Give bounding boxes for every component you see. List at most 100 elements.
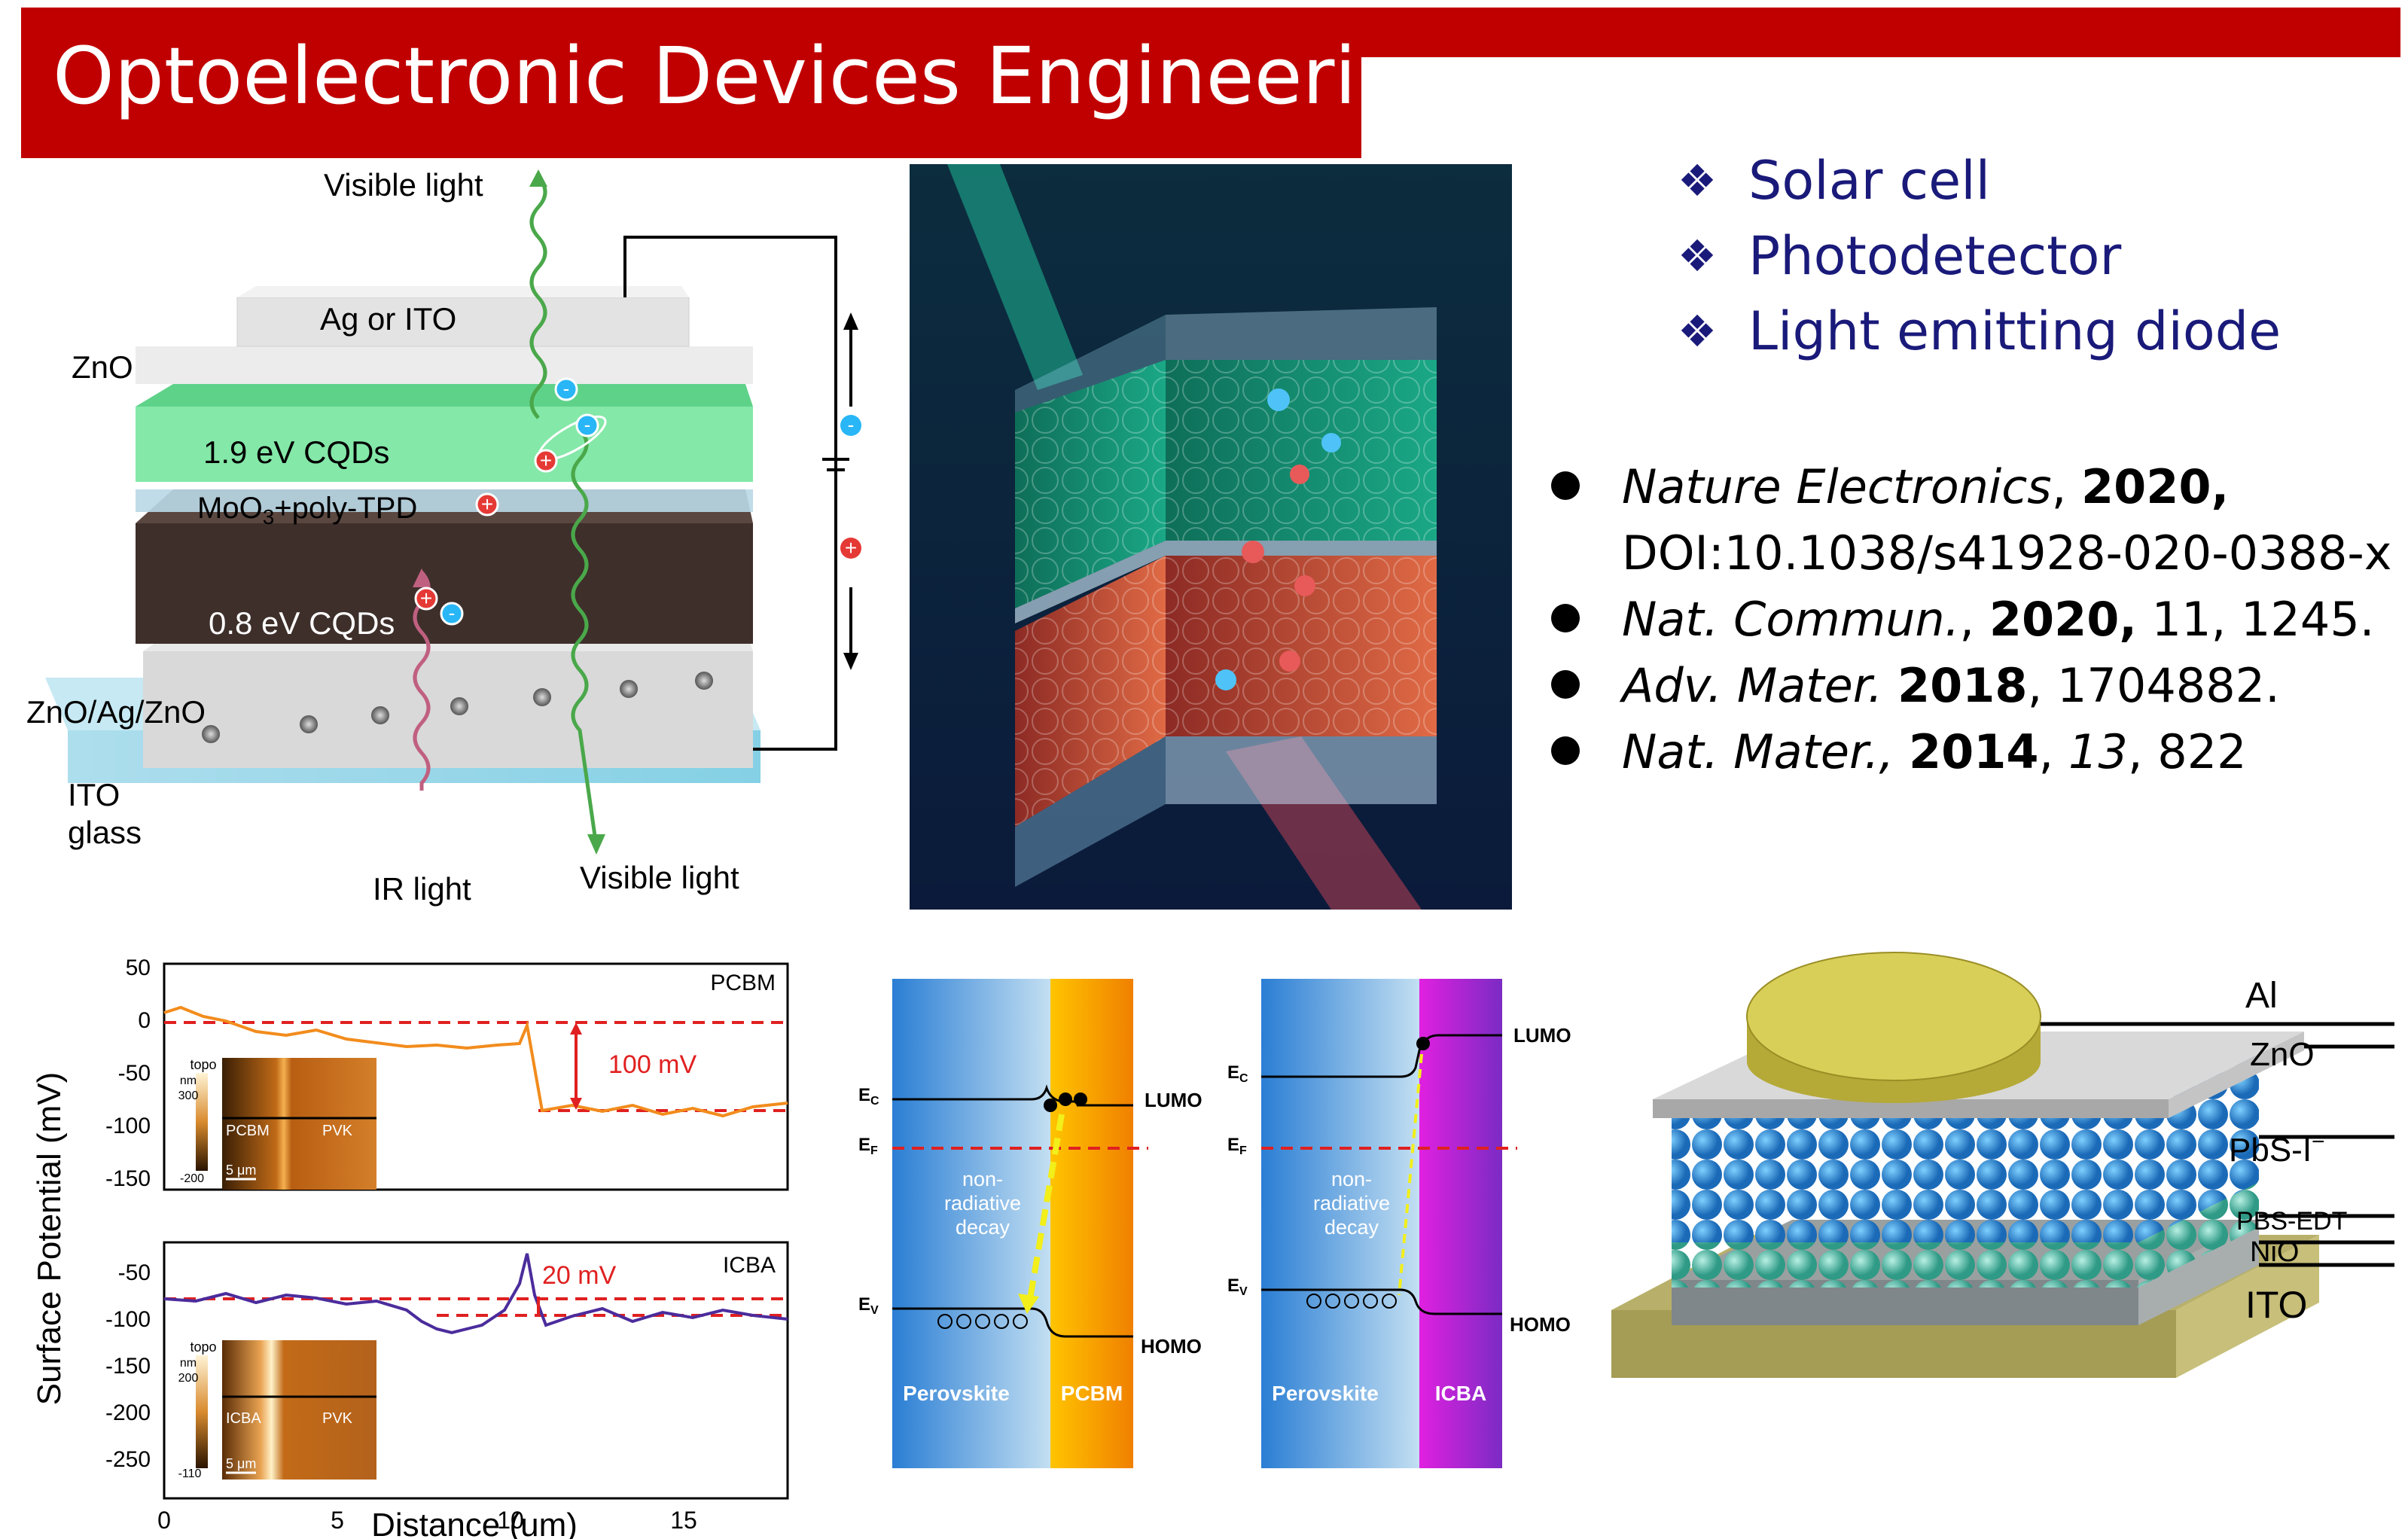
svg-text:10: 10 bbox=[497, 1507, 524, 1534]
ref-year: 2014 bbox=[1908, 724, 2039, 779]
circuit-wire bbox=[623, 236, 837, 751]
top-electrode bbox=[236, 297, 690, 347]
ref-rest: 11, 1245. bbox=[2136, 592, 2375, 647]
ref-sep bbox=[1894, 724, 1909, 779]
pcbm-band-diagram: EC EF EV LUMO HOMO non- radiative decay … bbox=[858, 979, 1202, 1468]
svg-text:-50: -50 bbox=[118, 1061, 151, 1086]
svg-text:ITO: ITO bbox=[2245, 1284, 2307, 1326]
bottom-y-ticks: -50 -100 -150 -200 -250 bbox=[105, 1260, 151, 1472]
svg-text:-110: -110 bbox=[178, 1467, 202, 1480]
reference-doi: DOI:10.1038/s41928-020-0388-x bbox=[1622, 526, 2392, 581]
references-list: Nature Electronics, 2020, DOI:10.1038/s4… bbox=[1551, 459, 2391, 791]
ref-journal: Nature Electronics bbox=[1622, 459, 2052, 514]
ref-rest: , 822 bbox=[2127, 724, 2247, 779]
application-label: Photodetector bbox=[1748, 225, 2122, 287]
moo3-label: MoO3+poly-TPD bbox=[197, 492, 417, 529]
reference-item: Nature Electronics, 2020, bbox=[1551, 459, 2391, 526]
pcbm-afm-inset: topo nm 300 -200 PCBM PVK 5 μm bbox=[177, 1057, 376, 1190]
cqd-08-layer bbox=[136, 523, 753, 644]
ref-sep: , bbox=[2038, 724, 2068, 779]
svg-text:topo: topo bbox=[190, 1339, 216, 1355]
ec-label: EC bbox=[858, 1085, 879, 1108]
layer-stack-diagram: Al ZnO PbS-I− PBS-EDT NiO ITO bbox=[1611, 952, 2394, 1378]
homo-label: HOMO bbox=[1141, 1335, 1202, 1358]
svg-text:Perovskite: Perovskite bbox=[1272, 1382, 1379, 1405]
svg-text:200: 200 bbox=[178, 1372, 199, 1385]
svg-text:PBS-EDT: PBS-EDT bbox=[2236, 1207, 2347, 1236]
visible-light-label: Visible light bbox=[580, 860, 739, 895]
decay-label: non- radiative decay bbox=[944, 1168, 1021, 1239]
svg-text:-100: -100 bbox=[105, 1307, 151, 1332]
diamond-bullet-icon: ❖ bbox=[1678, 230, 1717, 282]
pcbm-annotation: 100 mV bbox=[608, 1050, 696, 1079]
application-item: ❖ Photodetector bbox=[1678, 218, 2281, 294]
svg-text:ICBA: ICBA bbox=[1435, 1382, 1486, 1405]
cqd-08-label: 0.8 eV CQDs bbox=[209, 605, 395, 641]
svg-text:PCBM: PCBM bbox=[226, 1123, 270, 1139]
icba-band-diagram: EC EF EV LUMO HOMO non- radiative decay … bbox=[1227, 979, 1571, 1468]
charge-markers: - - + + + - - + bbox=[414, 377, 861, 626]
bullet-icon bbox=[1551, 736, 1580, 765]
svg-text:ICBA: ICBA bbox=[226, 1410, 261, 1427]
svg-text:5 μm: 5 μm bbox=[226, 1456, 256, 1471]
icba-annotation: 20 mV bbox=[542, 1261, 617, 1290]
svg-text:topo: topo bbox=[190, 1057, 216, 1072]
svg-text:5 μm: 5 μm bbox=[226, 1163, 256, 1178]
y-axis-label: Surface Potential (mV) bbox=[31, 1072, 68, 1406]
banner-box bbox=[21, 8, 1361, 158]
glass-label: glass bbox=[68, 815, 142, 850]
hole-label: + bbox=[845, 536, 857, 559]
electron-label: - bbox=[584, 413, 591, 436]
ef-label: EF bbox=[858, 1135, 878, 1157]
svg-text:0: 0 bbox=[157, 1507, 171, 1534]
svg-text:PbS-I−: PbS-I− bbox=[2229, 1129, 2325, 1169]
svg-text:HOMO: HOMO bbox=[1510, 1313, 1571, 1336]
reference-item: Adv. Mater. 2018, 1704882. bbox=[1551, 658, 2391, 724]
ir-light-label: IR light bbox=[373, 871, 471, 907]
moo3-layer bbox=[136, 489, 753, 512]
pcbm-trace bbox=[163, 1005, 788, 1118]
band-diagrams: EC EF EV LUMO HOMO non- radiative decay … bbox=[858, 979, 1571, 1468]
hole-label: + bbox=[481, 492, 493, 516]
application-item: ❖Solar cell bbox=[1678, 143, 2281, 218]
bottom-panel-frame bbox=[163, 1241, 789, 1500]
bullet-icon bbox=[1551, 669, 1580, 699]
application-item: ❖ Light emitting diode bbox=[1678, 294, 2281, 369]
svg-text:-150: -150 bbox=[105, 1354, 151, 1379]
svg-text:radiative: radiative bbox=[1313, 1192, 1390, 1214]
ref-rest: , 1704882. bbox=[2027, 658, 2280, 713]
diamond-bullet-icon: ❖ bbox=[1678, 155, 1717, 206]
svg-text:ZnO: ZnO bbox=[2250, 1036, 2315, 1073]
ito-label: ITO bbox=[68, 777, 120, 812]
hole-label: + bbox=[420, 587, 432, 610]
zno-label: ZnO bbox=[72, 349, 133, 385]
bullet-icon bbox=[1551, 603, 1580, 632]
x-axis-label: Distance (um) bbox=[371, 1507, 578, 1539]
lumo-label: LUMO bbox=[1145, 1089, 1202, 1111]
svg-text:15: 15 bbox=[670, 1507, 697, 1534]
application-label: Light emitting diode bbox=[1748, 300, 2282, 362]
svg-text:EF: EF bbox=[1227, 1135, 1247, 1157]
cqd-19-label: 1.9 eV CQDs bbox=[203, 434, 389, 470]
svg-text:Al: Al bbox=[2245, 976, 2278, 1016]
ref-sep: , bbox=[1959, 592, 1989, 647]
top-electrode-label: Ag or ITO bbox=[320, 301, 456, 337]
x-ticks: 0 5 10 15 bbox=[157, 1507, 697, 1534]
zno-layer bbox=[136, 346, 753, 384]
perovskite-render-illustration bbox=[910, 164, 1512, 910]
svg-text:decay: decay bbox=[956, 1216, 1010, 1239]
svg-text:PVK: PVK bbox=[322, 1410, 353, 1427]
reference-item: Nat. Commun., 2020, 11, 1245. bbox=[1551, 592, 2391, 658]
svg-text:-250: -250 bbox=[105, 1447, 151, 1472]
diamond-bullet-icon: ❖ bbox=[1678, 306, 1717, 357]
layer-labels: Al ZnO PbS-I− PBS-EDT NiO ITO bbox=[2229, 976, 2347, 1326]
svg-text:5: 5 bbox=[331, 1507, 344, 1534]
visible-light-wave-bottom bbox=[571, 428, 597, 837]
perovskite-label: Perovskite bbox=[903, 1382, 1010, 1405]
ref-sep bbox=[1882, 658, 1897, 713]
svg-text:-150: -150 bbox=[105, 1166, 151, 1191]
svg-text:-200: -200 bbox=[180, 1172, 204, 1185]
svg-text:non-: non- bbox=[1331, 1168, 1372, 1190]
zno-ag-label: ZnO/Ag/ZnO bbox=[26, 694, 206, 730]
svg-text:300: 300 bbox=[178, 1089, 199, 1102]
